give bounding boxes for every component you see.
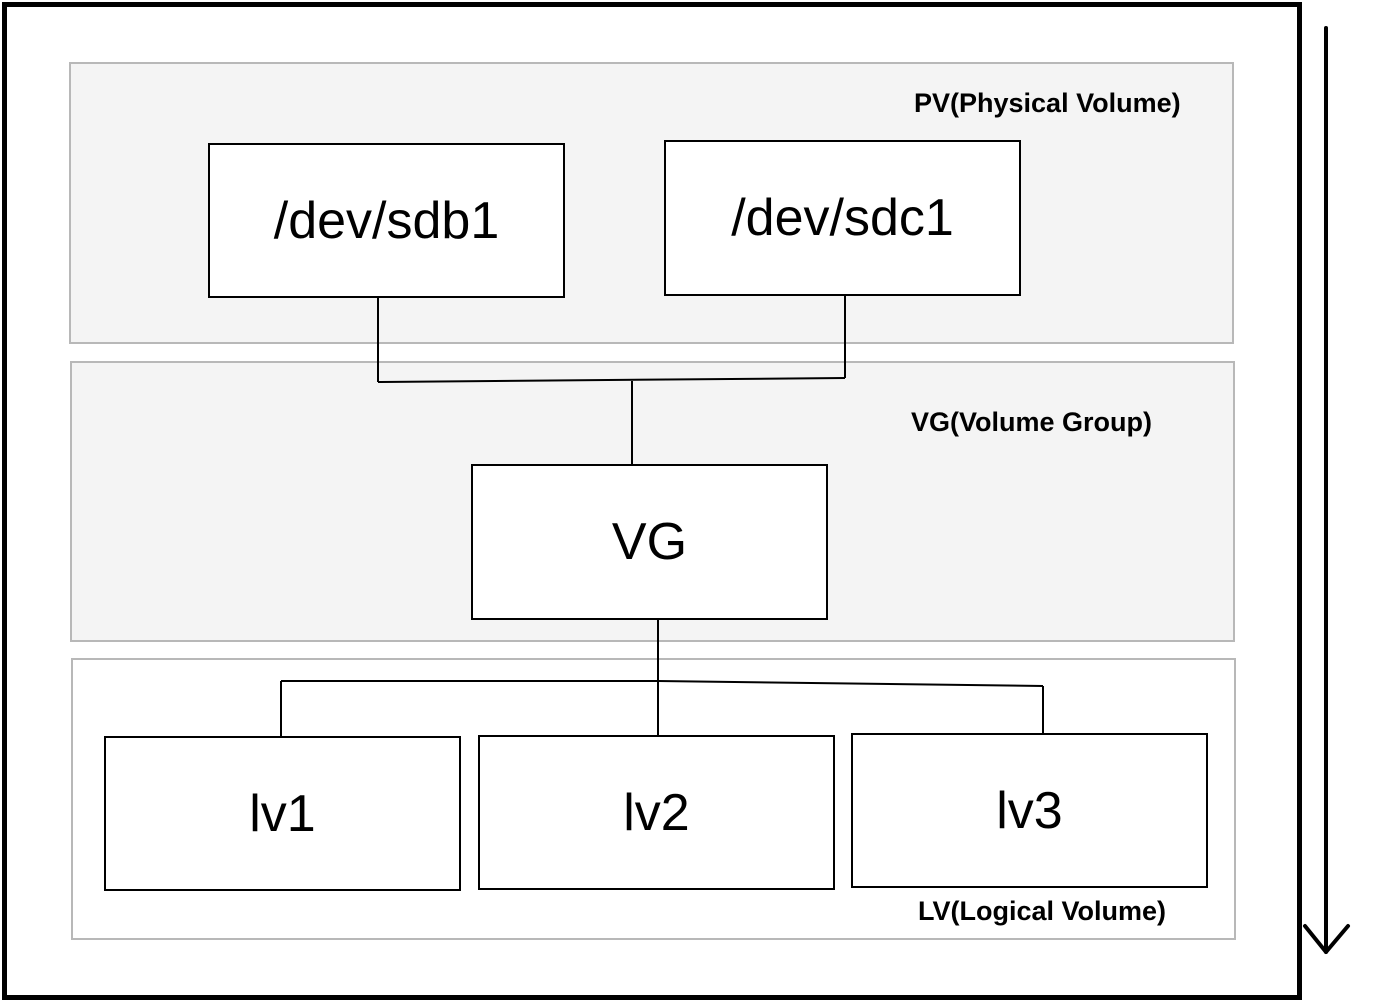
node-lv2-label: lv2 [623,783,690,842]
node-dev-sdc1: /dev/sdc1 [664,140,1021,296]
vg-layer-label: VG(Volume Group) [911,407,1152,437]
node-lv2: lv2 [478,735,835,890]
node-vg-label: VG [611,513,688,571]
node-lv1: lv1 [104,736,461,891]
lv-layer-label: LV(Logical Volume) [918,896,1167,926]
node-dev-sdc1-label: /dev/sdc1 [731,189,954,247]
node-dev-sdb1: /dev/sdb1 [208,143,565,298]
diagram-frame [2,2,1302,1000]
node-vg: VG [471,464,828,620]
pv-layer-label: PV(Physical Volume) [914,88,1181,118]
node-dev-sdb1-label: /dev/sdb1 [273,191,500,250]
node-lv3: lv3 [851,733,1208,888]
node-lv3-label: lv3 [996,781,1063,840]
node-lv1-label: lv1 [249,784,316,843]
